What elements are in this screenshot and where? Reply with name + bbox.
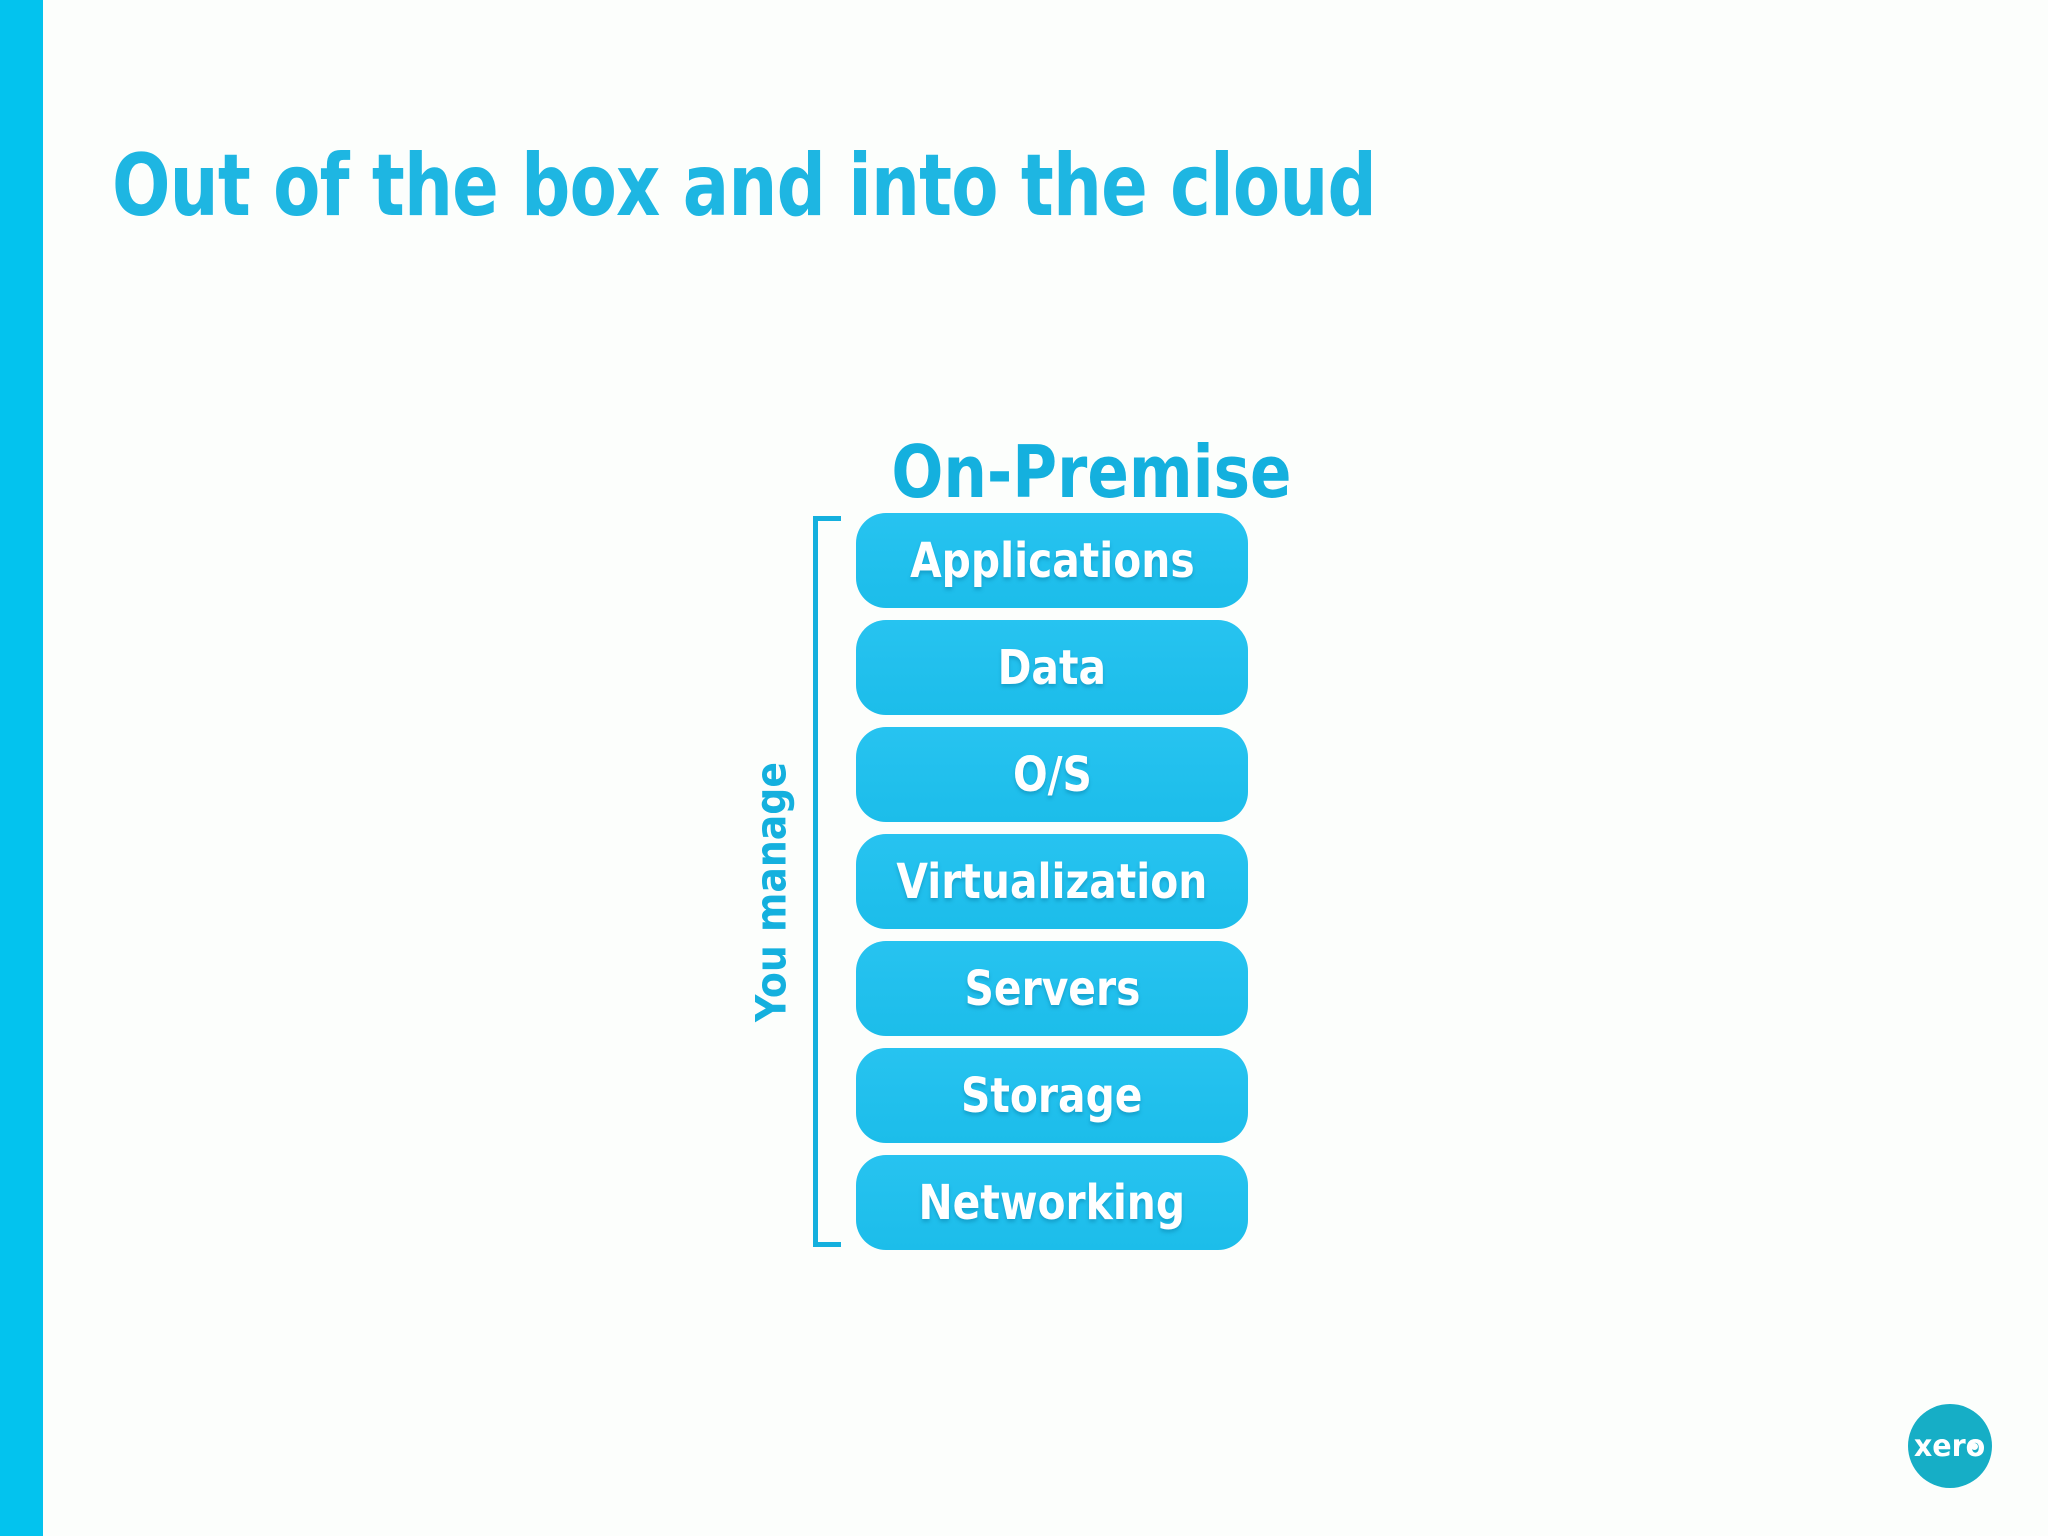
layer-label: Virtualization bbox=[896, 853, 1208, 910]
layer-label: Storage bbox=[961, 1067, 1143, 1124]
layer-label: Networking bbox=[918, 1174, 1186, 1231]
xero-logo-o-dot-icon bbox=[1971, 1443, 1978, 1450]
layer-label: Data bbox=[997, 639, 1107, 696]
xero-logo: xero bbox=[1908, 1404, 1992, 1488]
layer-label: Servers bbox=[964, 960, 1140, 1017]
page-title: Out of the box and into the cloud bbox=[112, 135, 1377, 236]
you-manage-bracket bbox=[813, 516, 841, 1247]
stack-layer: Networking bbox=[856, 1155, 1248, 1250]
layer-label: O/S bbox=[1012, 746, 1092, 803]
on-premise-stack: Applications Data O/S Virtualization Ser… bbox=[856, 513, 1248, 1250]
stack-layer: Servers bbox=[856, 941, 1248, 1036]
bracket-label: You manage bbox=[746, 762, 796, 1022]
diagram-heading: On-Premise bbox=[856, 436, 1291, 508]
stack-layer: Applications bbox=[856, 513, 1248, 608]
diagram-heading-label: On-Premise bbox=[891, 429, 1292, 514]
left-accent-bar bbox=[0, 0, 43, 1536]
stack-layer: O/S bbox=[856, 727, 1248, 822]
layer-label: Applications bbox=[909, 532, 1195, 589]
stack-layer: Data bbox=[856, 620, 1248, 715]
stack-layer: Storage bbox=[856, 1048, 1248, 1143]
stack-layer: Virtualization bbox=[856, 834, 1248, 929]
